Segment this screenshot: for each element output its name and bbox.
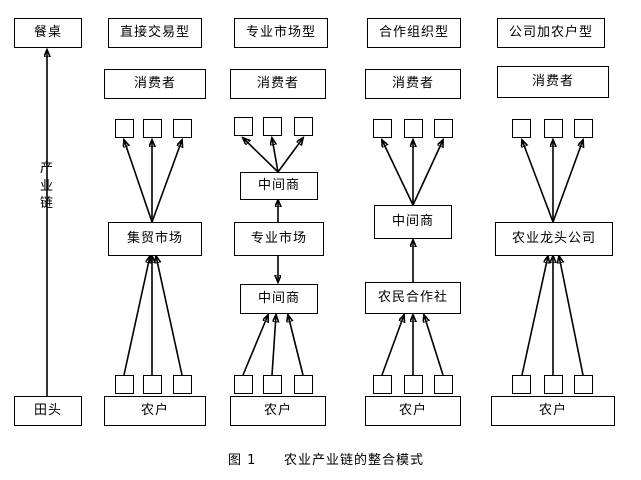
square-farmer-company-3 (574, 375, 593, 394)
node-middleman-upper-professional-market: 中间商 (240, 172, 318, 200)
column-header-professional-market: 专业市场型 (234, 18, 328, 48)
square-farmer-professional-3 (294, 375, 313, 394)
node-farmer-direct-trade-label: 农户 (140, 402, 169, 418)
node-consumer-direct-trade: 消费者 (104, 69, 206, 99)
node-table-top: 餐桌 (14, 18, 82, 48)
node-middleman-upper-professional-market-label: 中间商 (257, 177, 300, 193)
node-farmer-cooperative-society: 农民合作社 (365, 282, 461, 314)
square-consumer-cooperative-1 (373, 119, 392, 138)
square-consumer-direct-3 (173, 119, 192, 138)
square-consumer-cooperative-3 (434, 119, 453, 138)
square-farmer-professional-1 (234, 375, 253, 394)
column-header-cooperative: 合作组织型 (367, 18, 461, 48)
node-table-top-label: 餐桌 (33, 24, 62, 40)
square-farmer-direct-3 (173, 375, 192, 394)
node-farmer-direct-trade: 农户 (104, 396, 206, 426)
node-professional-market: 专业市场 (234, 222, 324, 256)
node-professional-market-label: 专业市场 (250, 230, 307, 246)
node-market-direct-trade: 集贸市场 (108, 222, 202, 256)
column-header-company-farmer-label: 公司加农户型 (508, 24, 593, 40)
figure-caption-text: 农业产业链的整合模式 (284, 453, 425, 468)
node-field-bottom-label: 田头 (33, 402, 62, 418)
node-market-direct-trade-label: 集贸市场 (126, 230, 183, 246)
node-consumer-professional-market-label: 消费者 (256, 75, 299, 91)
node-farmer-company: 农户 (491, 396, 615, 426)
node-leading-agri-company: 农业龙头公司 (495, 222, 613, 256)
column-header-direct-trade: 直接交易型 (108, 18, 202, 48)
square-consumer-professional-2 (263, 117, 282, 136)
node-farmer-cooperative-label: 农户 (398, 402, 427, 418)
node-consumer-cooperative-label: 消费者 (391, 75, 434, 91)
node-middleman-cooperative-label: 中间商 (391, 213, 434, 229)
column-header-professional-market-label: 专业市场型 (245, 24, 316, 40)
square-farmer-cooperative-3 (434, 375, 453, 394)
node-farmer-company-label: 农户 (538, 402, 567, 418)
node-consumer-direct-trade-label: 消费者 (133, 75, 176, 91)
node-consumer-company-farmer-label: 消费者 (531, 73, 574, 89)
industry-chain-label: 产 业 链 (39, 161, 54, 212)
square-farmer-direct-2 (143, 375, 162, 394)
square-farmer-direct-1 (115, 375, 134, 394)
square-consumer-direct-1 (115, 119, 134, 138)
square-farmer-cooperative-2 (404, 375, 423, 394)
node-farmer-cooperative: 农户 (365, 396, 461, 426)
column-header-direct-trade-label: 直接交易型 (119, 24, 190, 40)
node-farmer-professional-market-label: 农户 (263, 402, 292, 418)
column-header-cooperative-label: 合作组织型 (378, 24, 449, 40)
square-consumer-direct-2 (143, 119, 162, 138)
square-farmer-cooperative-1 (373, 375, 392, 394)
node-consumer-cooperative: 消费者 (365, 69, 461, 99)
square-farmer-company-1 (512, 375, 531, 394)
node-farmer-professional-market: 农户 (230, 396, 326, 426)
square-farmer-professional-2 (263, 375, 282, 394)
square-consumer-company-1 (512, 119, 531, 138)
figure-caption-number: 图 1 (228, 453, 257, 468)
node-consumer-company-farmer: 消费者 (497, 66, 609, 98)
column-header-company-farmer: 公司加农户型 (497, 18, 605, 48)
square-consumer-professional-1 (234, 117, 253, 136)
node-middleman-lower-professional-market: 中间商 (240, 284, 318, 314)
node-leading-agri-company-label: 农业龙头公司 (511, 230, 596, 246)
square-consumer-cooperative-2 (404, 119, 423, 138)
square-consumer-company-3 (574, 119, 593, 138)
node-middleman-lower-professional-market-label: 中间商 (257, 290, 300, 306)
node-farmer-cooperative-society-label: 农民合作社 (377, 289, 448, 305)
square-farmer-company-2 (544, 375, 563, 394)
node-field-bottom: 田头 (14, 396, 82, 426)
square-consumer-company-2 (544, 119, 563, 138)
node-consumer-professional-market: 消费者 (230, 69, 326, 99)
square-consumer-professional-3 (294, 117, 313, 136)
node-middleman-cooperative: 中间商 (374, 205, 452, 239)
